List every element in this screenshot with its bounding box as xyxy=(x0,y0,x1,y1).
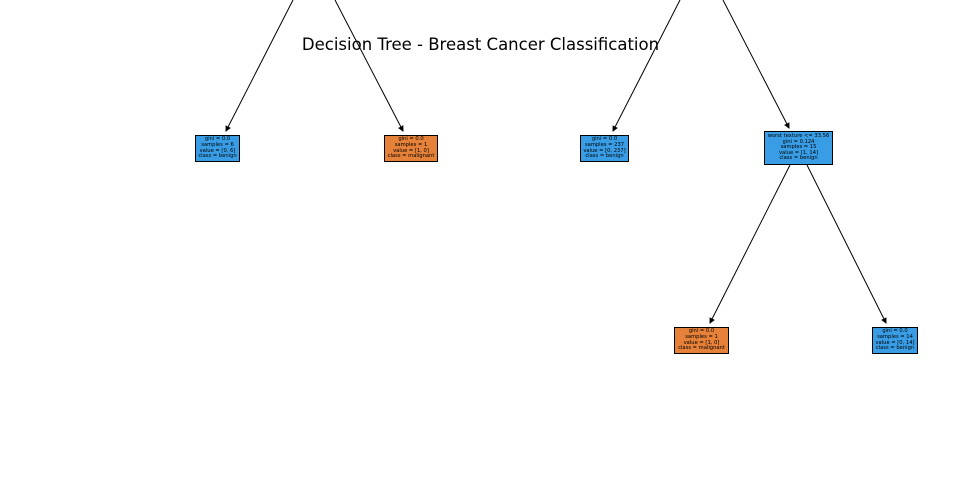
edge-to-leaf-4 xyxy=(709,164,791,324)
node-line: value = [0, 14] xyxy=(875,339,915,346)
node-line: class = malignant xyxy=(387,153,435,160)
edge-to-split-worst-texture xyxy=(722,0,790,129)
tree-node-leaf-2: gini = 0.0 samples = 1 value = [1, 0] cl… xyxy=(384,135,438,162)
node-line: gini = 0.0 xyxy=(591,136,618,143)
node-line: class = benign xyxy=(875,345,915,352)
edge-to-leaf-2 xyxy=(334,0,404,132)
node-line: class = benign xyxy=(198,153,237,160)
node-line: samples = 1 xyxy=(685,333,718,340)
edge-to-leaf-3 xyxy=(612,0,681,132)
node-line: value = [0, 237] xyxy=(583,147,626,154)
tree-node-leaf-4: gini = 0.0 samples = 1 value = [1, 0] cl… xyxy=(674,327,729,354)
node-line: gini = 0.0 xyxy=(398,136,424,143)
tree-node-leaf-1: gini = 0.0 samples = 6 value = [0, 6] cl… xyxy=(195,135,240,162)
node-line: samples = 14 xyxy=(877,333,913,340)
node-line: worst texture <= 33.56 xyxy=(767,133,830,140)
node-line: value = [1, 14] xyxy=(778,149,819,156)
node-line: class = malignant xyxy=(678,345,725,352)
edge-to-leaf-5 xyxy=(806,164,887,324)
node-line: samples = 237 xyxy=(584,141,625,148)
node-line: samples = 15 xyxy=(780,144,817,151)
node-line: gini = 0.124 xyxy=(782,138,815,145)
node-line: gini = 0.0 xyxy=(688,328,715,335)
diagram-title: Decision Tree - Breast Cancer Classifica… xyxy=(301,35,660,54)
node-line: value = [1, 0] xyxy=(683,339,720,346)
tree-node-leaf-3: gini = 0.0 samples = 237 value = [0, 237… xyxy=(580,135,629,162)
node-line: value = [1, 0] xyxy=(393,147,429,154)
node-line: gini = 0.0 xyxy=(204,136,231,143)
node-line: value = [0, 6] xyxy=(199,147,236,154)
node-line: samples = 1 xyxy=(394,141,428,148)
tree-node-split-worst-texture: worst texture <= 33.56 gini = 0.124 samp… xyxy=(764,131,833,165)
edge-to-leaf-1 xyxy=(225,0,294,132)
node-line: samples = 6 xyxy=(201,141,234,148)
node-line: gini = 0.0 xyxy=(882,328,908,335)
node-line: class = benign xyxy=(779,155,818,162)
tree-node-leaf-5: gini = 0.0 samples = 14 value = [0, 14] … xyxy=(872,327,918,354)
node-line: class = benign xyxy=(585,153,624,160)
